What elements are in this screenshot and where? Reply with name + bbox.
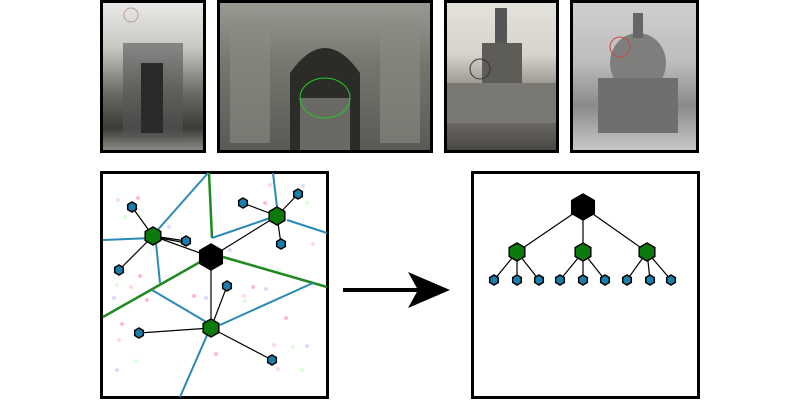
leaf-node xyxy=(180,235,192,247)
feature-dot xyxy=(115,283,119,287)
voronoi-edge-secondary xyxy=(155,242,161,284)
feature-dot xyxy=(263,201,267,205)
feature-dot xyxy=(305,344,309,348)
feature-dot xyxy=(291,345,295,349)
voronoi-edge-secondary xyxy=(272,172,278,208)
tree-leaf-node xyxy=(488,274,500,286)
voronoi-edge-primary xyxy=(207,172,214,239)
voronoi-edge-secondary xyxy=(151,289,209,324)
voronoi-edge-primary xyxy=(102,260,201,319)
photo-church-facade xyxy=(100,0,206,153)
tree-leaf-node xyxy=(511,274,523,286)
tree-cluster-node xyxy=(574,242,592,262)
cluster-node xyxy=(202,318,220,338)
tree-leaf-node xyxy=(533,274,545,286)
photo-portal-archway xyxy=(217,0,433,153)
feature-dot xyxy=(277,268,281,272)
feature-dot xyxy=(228,248,232,252)
feature-dot xyxy=(116,198,120,202)
feature-dot xyxy=(134,359,138,363)
voronoi-edge-primary xyxy=(222,255,328,289)
feature-dot xyxy=(251,285,255,289)
voronoi-edges xyxy=(102,172,328,398)
feature-dot xyxy=(214,352,218,356)
feature-dot xyxy=(192,294,196,298)
tree-leaf-node xyxy=(577,274,589,286)
root-node xyxy=(198,243,224,271)
feature-dot xyxy=(301,184,305,188)
feature-dot xyxy=(300,368,304,372)
leaf-node xyxy=(275,238,287,250)
leaf-node xyxy=(133,327,145,339)
cluster-node xyxy=(268,206,286,226)
tree-leaf-node xyxy=(644,274,656,286)
tree-leaf-node xyxy=(554,274,566,286)
feature-dots xyxy=(112,183,315,372)
tree-root-node xyxy=(570,193,596,221)
tree-cluster-node xyxy=(508,242,526,262)
feature-dot xyxy=(268,183,272,187)
voronoi-edge-secondary xyxy=(154,172,209,234)
arrow-head-icon xyxy=(408,272,450,308)
feature-dot xyxy=(264,287,268,291)
voronoi-edge-secondary xyxy=(179,332,209,398)
leaf-node xyxy=(221,280,233,292)
voronoi-panel xyxy=(100,171,329,399)
voronoi-edge-secondary xyxy=(286,219,328,234)
feature-dot xyxy=(242,294,246,298)
feature-dot xyxy=(136,196,140,200)
voronoi-edge-secondary xyxy=(211,217,271,239)
feature-dot xyxy=(129,285,133,289)
feature-dot xyxy=(305,201,309,205)
feature-dot xyxy=(204,296,208,300)
photo-pavilion-tower xyxy=(444,0,559,153)
leaf-node xyxy=(266,354,278,366)
edge xyxy=(138,327,212,334)
feature-dot xyxy=(117,338,121,342)
leaf-node xyxy=(126,201,138,213)
edge xyxy=(210,327,273,361)
photo-domed-church xyxy=(570,0,699,153)
feature-dot xyxy=(123,215,127,219)
cluster-node xyxy=(144,226,162,246)
feature-dot xyxy=(284,316,288,320)
tree-graph xyxy=(488,193,677,286)
tree-leaf-node xyxy=(599,274,611,286)
feature-dot xyxy=(120,322,124,326)
feature-dot xyxy=(272,343,276,347)
leaf-node xyxy=(292,188,304,200)
feature-dot xyxy=(243,299,247,303)
arrow xyxy=(343,272,450,308)
feature-dot xyxy=(276,367,280,371)
tree-cluster-node xyxy=(638,242,656,262)
tree-leaf-node xyxy=(621,274,633,286)
clustered-graph xyxy=(113,188,304,366)
feature-dot xyxy=(167,225,171,229)
feature-dot xyxy=(311,242,315,246)
voronoi-edge-secondary xyxy=(219,282,314,326)
tree-leaf-node xyxy=(665,274,677,286)
leaf-node xyxy=(113,264,125,276)
feature-dot xyxy=(138,274,142,278)
feature-dot xyxy=(112,296,116,300)
leaf-node xyxy=(237,197,249,209)
feature-dot xyxy=(115,368,119,372)
feature-dot xyxy=(145,298,149,302)
